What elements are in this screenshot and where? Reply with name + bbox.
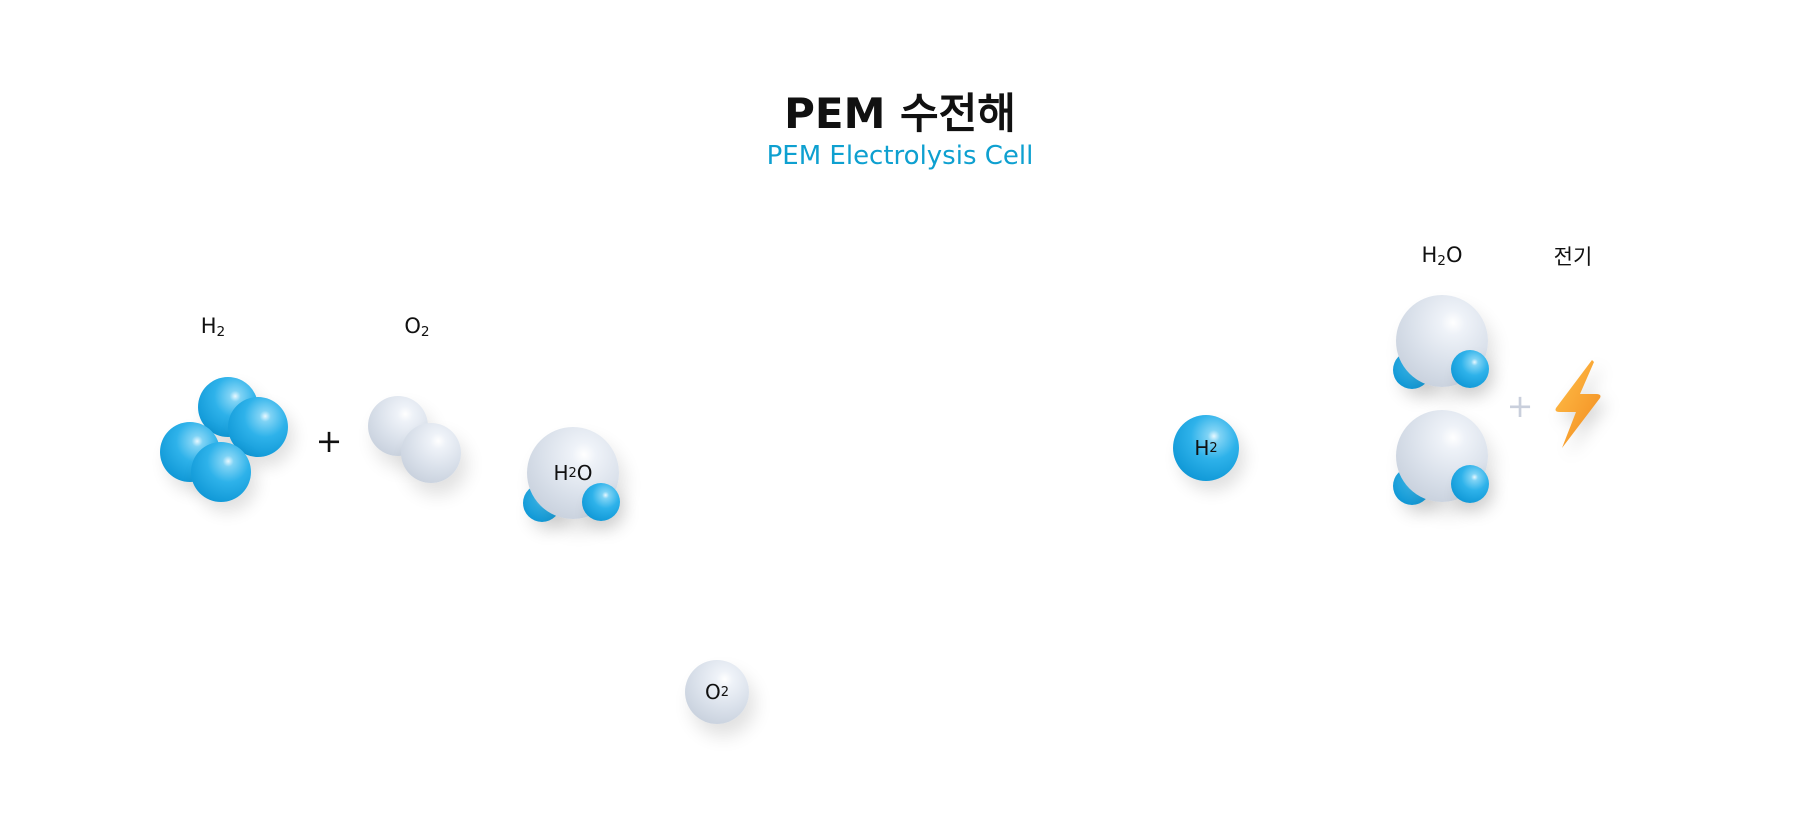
plus-sign: + xyxy=(315,422,343,460)
hydrogen-atom xyxy=(191,442,251,502)
page-title: PEM 수전해 xyxy=(784,89,1016,138)
page-subtitle: PEM Electrolysis Cell xyxy=(766,141,1034,171)
lightning-icon xyxy=(1548,358,1608,450)
h2-label: H2 xyxy=(201,314,225,340)
h2o-h: H xyxy=(553,461,569,485)
h2o-label: H2O xyxy=(1421,243,1462,269)
plus-sign-right: + xyxy=(1506,387,1534,425)
h2-label-sub: 2 xyxy=(216,324,226,341)
electricity-label: 전기 xyxy=(1553,245,1593,269)
h2-ball-sub: 2 xyxy=(1209,440,1218,456)
o2-label: O2 xyxy=(404,314,429,340)
hydrogen-atom xyxy=(1451,350,1489,388)
h2o-label-h: H xyxy=(1421,242,1438,267)
o2-label-sub: 2 xyxy=(420,324,430,341)
hydrogen-atom xyxy=(1451,465,1489,503)
h2o-sub: 2 xyxy=(568,465,577,481)
h2-ball-h: H xyxy=(1194,436,1210,460)
oxygen-atom xyxy=(401,423,461,483)
o2-label-o: O xyxy=(404,313,421,338)
o2-ball-o: O xyxy=(704,680,721,704)
h2o-o: O xyxy=(576,461,593,485)
h2-label-h: H xyxy=(200,313,217,338)
o2-ball-sub: 2 xyxy=(720,684,730,700)
h2o-label-sub: 2 xyxy=(1437,253,1446,270)
h2o-label-o: O xyxy=(1445,242,1463,267)
hydrogen-atom xyxy=(582,483,620,521)
